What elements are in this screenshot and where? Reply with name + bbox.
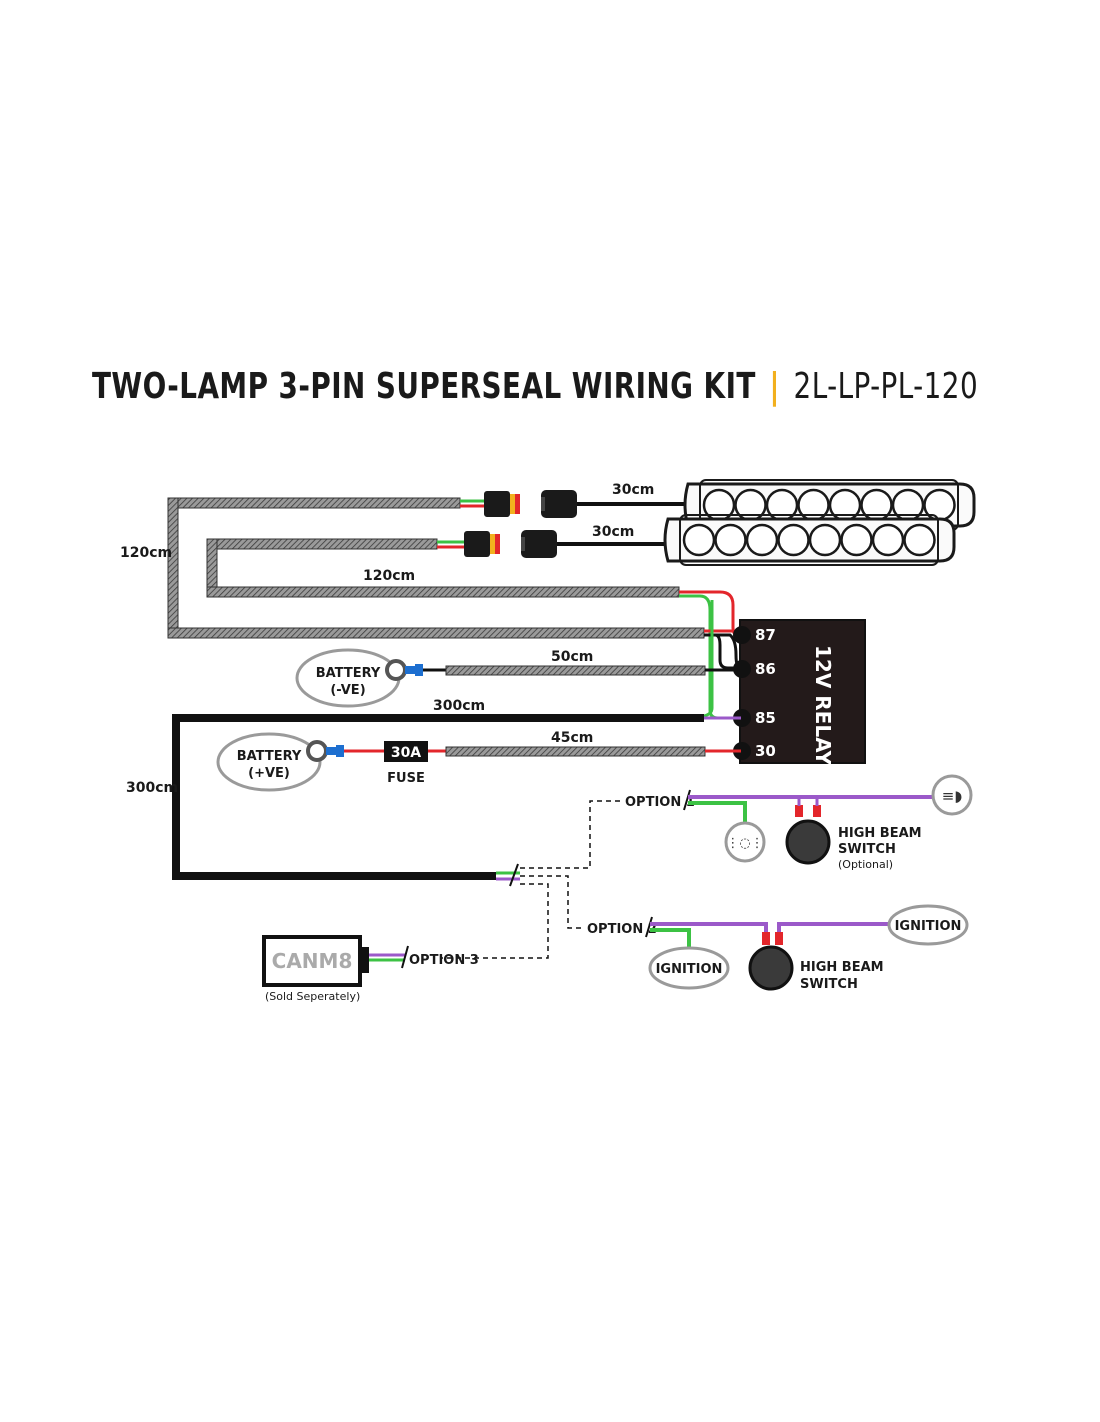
lamp-lens: [682, 523, 716, 557]
option-2: OPTION 2 HIGH BEAM SWITCH IGNITION IGNIT…: [587, 904, 969, 992]
lamp-lens: [903, 523, 936, 557]
relay-pin-87: 87: [755, 626, 776, 644]
length-label-harness-left: 300cm: [126, 780, 178, 796]
option1-switch-line2: SWITCH: [838, 842, 896, 857]
option-3: CANM8 OPTION 3 (Sold Seperately): [262, 935, 479, 1003]
bottom-light-bar: [663, 514, 956, 566]
title-separator: |: [769, 366, 780, 407]
battery-pos-line1: BATTERY: [237, 749, 302, 764]
option2-label: OPTION 2: [587, 922, 657, 937]
battery-neg-line1: BATTERY: [316, 666, 381, 681]
outer-loop-cable: [167, 497, 705, 639]
fuse-rating: 30A: [391, 745, 421, 761]
option2-switch-line1: HIGH BEAM: [800, 960, 884, 975]
product-code: 2L-LP-PL-120: [793, 366, 979, 407]
length-label-harness-top: 300cm: [433, 698, 485, 714]
relay-pin-30: 30: [755, 742, 776, 760]
ring-terminal-icon: [385, 659, 407, 681]
length-label-outer-loop: 120cm: [120, 545, 172, 561]
option3-label: OPTION 3: [409, 953, 479, 968]
lamp-lens: [777, 523, 810, 557]
battery-positive: BATTERY (+VE) 30A FUSE: [216, 732, 741, 792]
option-1: OPTION 1 ⋮◌⋮ ≡◗ HIGH BEAM SWITCH (Option…: [625, 774, 973, 871]
high-beam-switch: [748, 945, 794, 991]
top-lamp-plug-wires: [460, 499, 484, 508]
length-label-lamp2: 30cm: [592, 524, 634, 540]
length-label-lamp1: 30cm: [612, 482, 654, 498]
title-main: TWO-LAMP 3-PIN SUPERSEAL WIRING KIT: [92, 366, 756, 407]
ring-terminal-icon: [306, 740, 328, 762]
relay-pin-85: 85: [755, 709, 776, 727]
option1-switch-line1: HIGH BEAM: [838, 826, 922, 841]
relay: 87 86 85 30 12V RELAY: [733, 619, 866, 766]
option1-switch-note: (Optional): [838, 858, 893, 871]
fuse-label: FUSE: [387, 771, 425, 786]
length-label-battery-neg: 50cm: [551, 649, 593, 665]
page-title: TWO-LAMP 3-PIN SUPERSEAL WIRING KIT | 2L…: [92, 366, 978, 416]
parking-light-icon: [724, 821, 766, 863]
bottom-male-connector: [521, 530, 557, 558]
high-beam-icon: [931, 774, 973, 816]
top-female-connector: [484, 491, 520, 517]
top-male-connector: [541, 490, 577, 518]
option1-label: OPTION 1: [625, 795, 695, 810]
lamp-lens: [840, 523, 873, 557]
canm8-label: CANM8: [272, 949, 353, 973]
fuse-body: [384, 741, 428, 762]
length-label-battery-pos: 45cm: [551, 730, 593, 746]
ignition-right-label: IGNITION: [895, 919, 962, 934]
option-routing: [440, 800, 620, 959]
lamp-lens: [745, 523, 779, 557]
option2-switch-line2: SWITCH: [800, 977, 858, 992]
lamp-lens: [808, 523, 842, 557]
battery-neg-line2: (-VE): [330, 683, 365, 698]
lamp-lens: [714, 523, 747, 557]
svg-text:⋮◌⋮: ⋮◌⋮: [726, 836, 763, 851]
ignition-left-label: IGNITION: [656, 962, 723, 977]
canm8-note: (Sold Seperately): [265, 990, 360, 1003]
high-beam-switch-optional: [785, 819, 831, 865]
main-harness: [172, 714, 741, 887]
relay-label: 12V RELAY: [811, 645, 835, 766]
bottom-lamp-plug-wires: [437, 540, 464, 549]
lamp-lens: [871, 523, 905, 557]
length-label-inner-loop: 120cm: [363, 568, 415, 584]
battery-pos-line2: (+VE): [248, 766, 290, 781]
top-light-bar: [683, 479, 976, 531]
bottom-female-connector: [464, 531, 500, 557]
relay-feed-wires: [679, 590, 742, 720]
svg-text:≡◗: ≡◗: [942, 787, 963, 805]
relay-pin-86: 86: [755, 660, 776, 678]
battery-negative: BATTERY (-VE): [295, 648, 741, 708]
